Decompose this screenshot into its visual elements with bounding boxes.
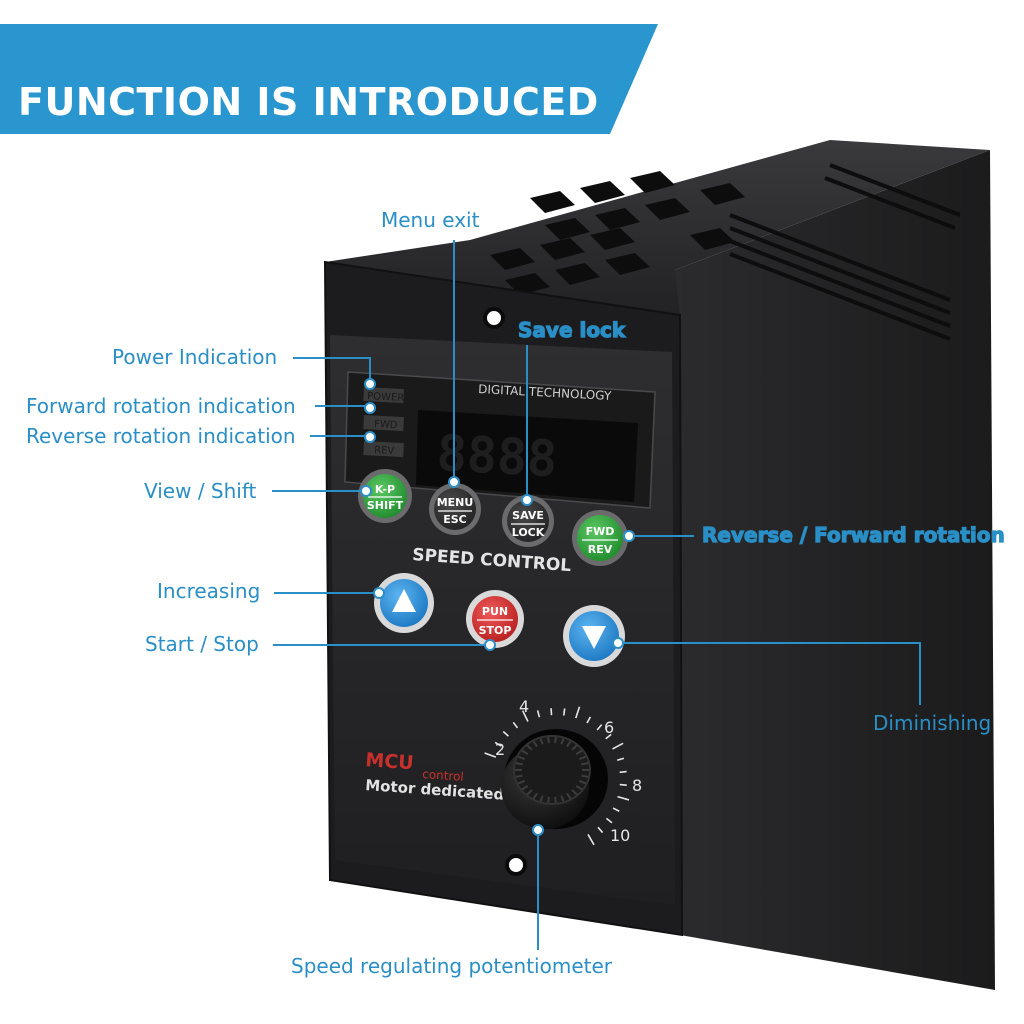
power-led-bg bbox=[363, 387, 404, 404]
power-led-label: POWER bbox=[367, 391, 405, 404]
callout-menu-exit: Menu exit bbox=[381, 208, 480, 232]
banner-shape bbox=[0, 24, 658, 134]
callout-speed-potentiometer: Speed regulating potentiometer bbox=[291, 954, 612, 978]
kp-label: K-P bbox=[375, 483, 395, 496]
speed-potentiometer-knob[interactable] bbox=[501, 729, 608, 829]
fwd-label: FWD bbox=[586, 525, 615, 538]
leader-dots bbox=[360, 378, 635, 836]
callout-view-shift: View / Shift bbox=[144, 479, 257, 503]
mounting-hole-bottom bbox=[505, 854, 527, 876]
side-vents bbox=[729, 163, 961, 341]
indicator-leds: POWER FWD REV bbox=[363, 387, 405, 458]
kp-shift-button[interactable]: K-P SHIFT bbox=[358, 469, 412, 523]
dial-tick-8: 8 bbox=[632, 776, 642, 795]
fwd-led-bg bbox=[363, 415, 404, 432]
rev-led-label: REV bbox=[374, 445, 395, 457]
callout-forward-indication: Forward rotation indication bbox=[26, 394, 296, 418]
save-label: SAVE bbox=[512, 509, 544, 522]
menu-esc-button[interactable]: MENU ESC bbox=[429, 483, 481, 535]
increase-button[interactable] bbox=[374, 573, 434, 633]
stop-label: STOP bbox=[479, 624, 512, 637]
rev-label: REV bbox=[588, 543, 613, 556]
display-header: DIGITAL TECHNOLOGY bbox=[478, 382, 612, 403]
mcu-brand-sub: control bbox=[422, 767, 464, 784]
dial-tick-4: 4 bbox=[519, 697, 529, 716]
callout-reverse-indication: Reverse rotation indication bbox=[26, 424, 296, 448]
callout-increasing: Increasing bbox=[157, 579, 261, 603]
fwd-led-label: FWD bbox=[374, 419, 398, 431]
save-lock-button[interactable]: SAVE LOCK bbox=[502, 495, 554, 547]
callout-reverse-forward-rotation: Reverse / Forward rotation bbox=[701, 522, 1005, 547]
page-title: FUNCTION IS INTRODUCED bbox=[18, 80, 599, 124]
shift-label: SHIFT bbox=[367, 499, 404, 512]
callout-save-lock: Save lock bbox=[517, 317, 626, 342]
decrease-button[interactable] bbox=[563, 605, 625, 667]
down-arrow-icon bbox=[582, 626, 606, 649]
top-vents bbox=[490, 171, 745, 295]
run-stop-button[interactable]: PUN STOP bbox=[466, 590, 524, 648]
menu-label: MENU bbox=[437, 496, 474, 509]
leader-lines bbox=[272, 240, 921, 950]
callout-start-stop: Start / Stop bbox=[145, 632, 259, 656]
title-banner: FUNCTION IS INTRODUCED bbox=[0, 24, 660, 134]
run-label: PUN bbox=[482, 605, 508, 618]
dial-scale bbox=[484, 706, 630, 846]
callout-diminishing: Diminishing bbox=[873, 711, 992, 735]
fwd-rev-button[interactable]: FWD REV bbox=[572, 510, 628, 566]
lock-label: LOCK bbox=[512, 526, 545, 539]
callout-power-indication: Power Indication bbox=[112, 345, 278, 369]
dial-tick-10: 10 bbox=[610, 826, 630, 845]
esc-label: ESC bbox=[443, 513, 467, 526]
dial-tick-6: 6 bbox=[604, 718, 614, 737]
device-top bbox=[325, 140, 990, 315]
rev-led-bg bbox=[363, 441, 404, 458]
mounting-hole-top bbox=[483, 307, 505, 329]
up-arrow-icon bbox=[392, 589, 416, 612]
dial-tick-2: 2 bbox=[495, 740, 505, 759]
device-side bbox=[675, 150, 995, 990]
mcu-brand: MCU bbox=[365, 749, 415, 774]
